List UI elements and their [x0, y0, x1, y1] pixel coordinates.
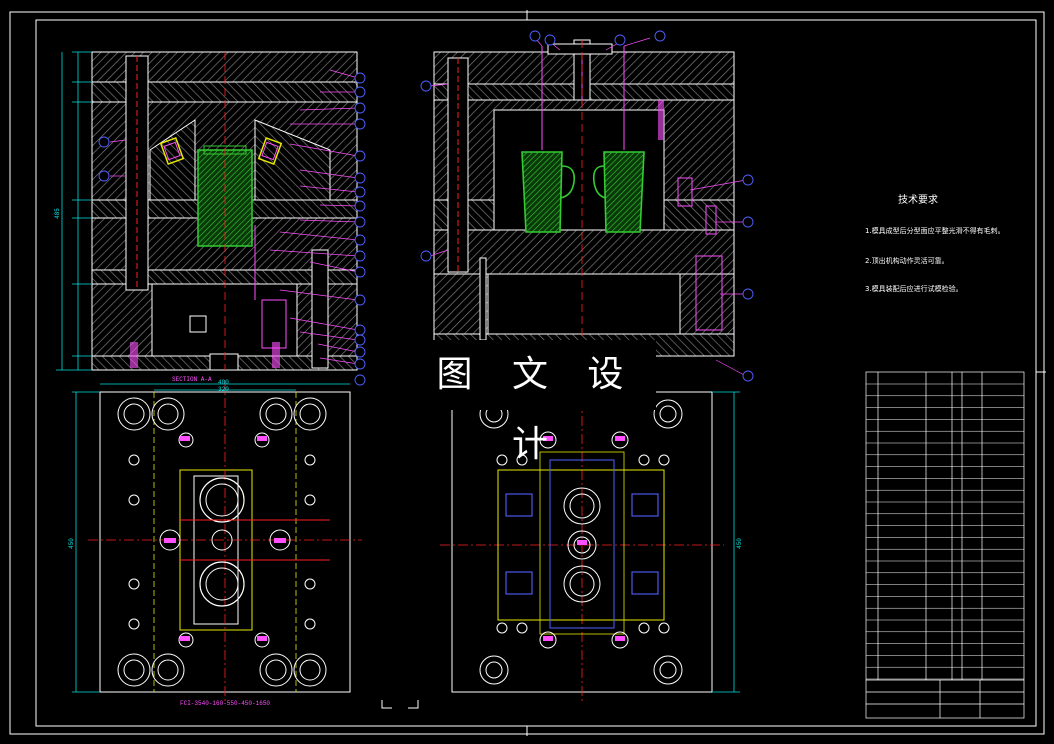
section-view-left	[91, 51, 358, 371]
dim-inner-width: 320	[218, 386, 229, 393]
dim-top-width: 400	[218, 379, 229, 386]
dim-side-height-left: 450	[67, 538, 75, 549]
watermark: 图 文 设 计	[418, 340, 656, 465]
plan-view-left	[88, 380, 362, 702]
leaders-right	[429, 37, 747, 377]
dims-left	[56, 51, 92, 371]
section-marks	[381, 700, 419, 709]
tech-requirements-title: 技术要求	[898, 195, 938, 206]
section-view-right	[433, 39, 735, 360]
plan-dims-right	[712, 391, 740, 693]
title-block-rows	[866, 383, 1024, 680]
tech-requirement-2: 2.顶出机构动作灵活可靠。	[865, 257, 949, 265]
balloons-right	[420, 30, 754, 382]
inner-frame	[35, 19, 1037, 727]
tech-requirement-1: 1.模具成型后分型面应平整光滑不得有毛刺。	[865, 227, 1005, 235]
dim-left-height: 485	[53, 208, 61, 219]
tech-requirement-3: 3.模具装配后应进行试模检验。	[865, 285, 963, 293]
leaders-left	[109, 69, 359, 365]
plan-view-right	[440, 380, 724, 702]
bottom-note: FCI-3540-160-550-450-1650	[180, 700, 271, 707]
section-label: SECTION A-A	[172, 376, 212, 383]
balloons-left	[98, 72, 366, 386]
title-block	[865, 371, 1025, 719]
plan-dims-left	[72, 383, 350, 693]
dim-side-height-right: 450	[735, 538, 743, 549]
